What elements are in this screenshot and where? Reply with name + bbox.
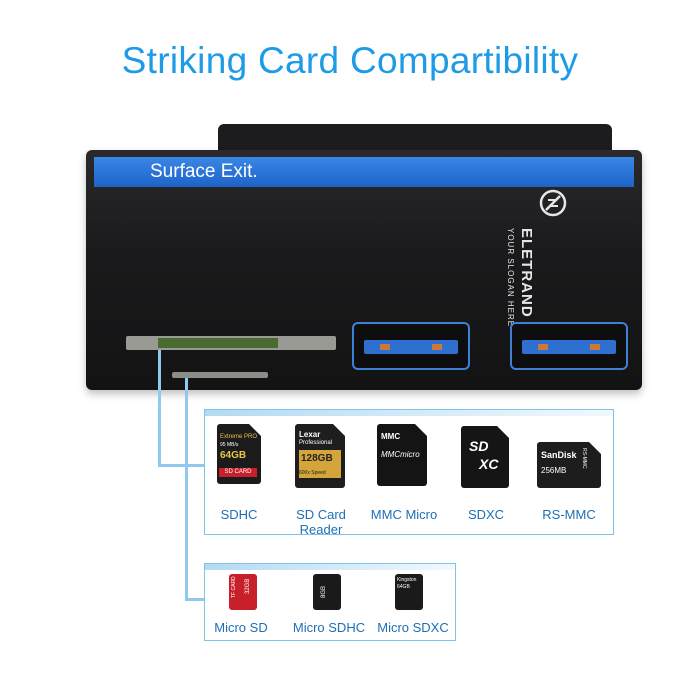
usb-tongue — [364, 340, 458, 354]
card-text: 256MB — [541, 466, 567, 475]
label-line: Reader — [299, 522, 343, 537]
usb-tongue — [522, 340, 616, 354]
sd-card-label: SD Card Reader — [285, 507, 357, 537]
card-text: 95 MB/s — [220, 442, 239, 448]
card-notch — [333, 424, 345, 436]
panel-header-gradient — [205, 410, 613, 416]
card-text: SD — [469, 438, 489, 454]
connector-line-sd-vertical — [158, 350, 161, 466]
page-title: Striking Card Compartibility — [121, 40, 579, 81]
micro-sd-card-image: TF CARD 32GB — [229, 574, 257, 610]
panel-header-gradient — [205, 564, 455, 570]
card-text: Kingston — [397, 577, 417, 583]
brand-name: ELETRAND — [518, 228, 535, 318]
usb-port-2 — [510, 322, 628, 370]
card-text: 600x Speed — [299, 470, 326, 476]
sd-card-label: SDXC — [467, 507, 505, 522]
sdxc-card-image: SD XC — [461, 426, 509, 488]
mmc-micro-card-image: MMC MMCmicro — [377, 424, 427, 486]
brand-slogan: YOUR SLOGAN HERE — [506, 228, 515, 328]
card-text: 64GB — [397, 584, 410, 590]
eletrand-logo-icon — [539, 189, 567, 217]
label-line: SD Card — [296, 507, 346, 522]
sd-card-label: RS-MMC — [542, 507, 596, 522]
card-notch — [497, 426, 509, 438]
card-text: SD CARD — [219, 468, 257, 477]
usb-pin — [380, 344, 390, 350]
sd-card-label: SDHC — [220, 507, 258, 522]
sd-card-label: MMC Micro — [370, 507, 438, 522]
sd-slot-contacts — [158, 338, 278, 348]
sdhc-card-image: Extreme PRO 95 MB/s 64GB SD CARD — [217, 424, 261, 484]
usb-port-1 — [352, 322, 470, 370]
card-text: MMC — [381, 432, 401, 441]
sd-cards-panel: Extreme PRO 95 MB/s 64GB SD CARD SDHC Le… — [204, 409, 614, 537]
card-text: SanDisk — [541, 450, 577, 460]
connector-line-sd-horizontal — [158, 464, 208, 467]
card-notch — [589, 442, 601, 454]
device-blue-stripe — [94, 157, 634, 187]
card-text: 128GB — [299, 450, 341, 478]
card-notch — [415, 424, 427, 436]
card-text: 8GB — [321, 585, 327, 598]
rs-mmc-card-image: SanDisk 256MB RS-MMC — [537, 442, 601, 488]
micro-card-label: Micro SD — [214, 620, 268, 635]
usb-pin — [432, 344, 442, 350]
card-text: XC — [479, 456, 499, 472]
card-text: Extreme PRO — [220, 434, 258, 440]
card-text: RS-MMC — [581, 448, 587, 469]
usb-pin — [538, 344, 548, 350]
connector-line-micro-horizontal — [185, 598, 205, 601]
card-text: Professional — [299, 440, 333, 446]
micro-card-label: Micro SDHC — [292, 620, 366, 635]
micro-card-label: Micro SDXC — [377, 620, 449, 635]
micro-sdhc-card-image: 8GB — [313, 574, 341, 610]
connector-line-micro-vertical — [185, 378, 188, 600]
card-notch — [249, 424, 261, 436]
usb-pin — [590, 344, 600, 350]
device-label: Surface Exit. — [150, 161, 258, 182]
card-text: MMCmicro — [381, 450, 420, 459]
sd-card-reader-card-image: Lexar Professional 128GB 600x Speed — [295, 424, 345, 488]
card-text: 64GB — [220, 450, 247, 461]
card-text: 32GB — [245, 578, 251, 594]
micro-sd-slot — [172, 372, 268, 378]
micro-cards-panel: TF CARD 32GB Micro SD 8GB Micro SDHC Kin… — [204, 563, 456, 641]
micro-sdxc-card-image: Kingston 64GB — [395, 574, 423, 610]
card-text: Lexar — [299, 430, 321, 439]
card-text: TF CARD — [231, 576, 237, 598]
